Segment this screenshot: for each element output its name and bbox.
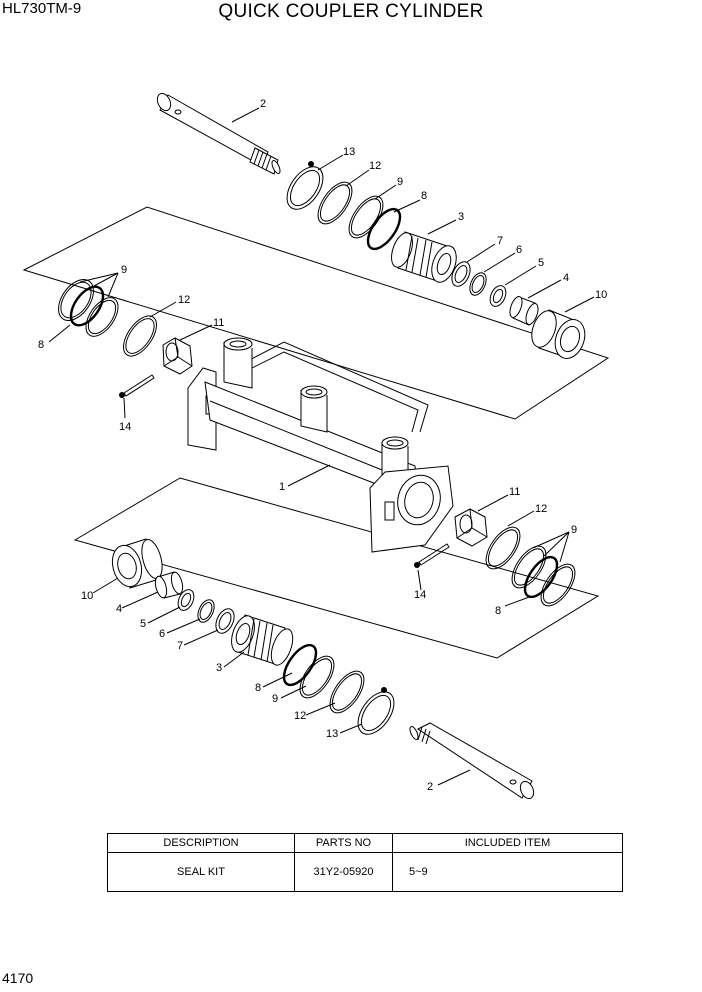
callout-labels: 2 13 12 9 8 3 7 6 5 4 10 9 8 12 11 14 1 … — [38, 98, 607, 793]
ring-5-top — [489, 285, 507, 307]
callout-9-right: 9 — [571, 524, 577, 536]
backup-ring-bottom — [329, 670, 365, 714]
header-parts-no: PARTS NO — [294, 833, 393, 853]
rod-part-top — [156, 92, 281, 175]
callout-13-bottom: 13 — [326, 728, 338, 740]
table-header-row: DESCRIPTION PARTS NO INCLUDED ITEM — [107, 833, 623, 853]
callout-3-top: 3 — [458, 211, 464, 223]
ring-6-bottom — [197, 599, 215, 623]
callout-6-bottom: 6 — [159, 628, 165, 640]
o-ring-right — [523, 555, 559, 599]
callout-8-top: 8 — [421, 190, 427, 202]
callout-12-bottom: 12 — [294, 710, 306, 722]
page-title: QUICK COUPLER CYLINDER — [218, 1, 484, 22]
callout-14-left: 14 — [119, 421, 131, 433]
callout-12-left: 12 — [178, 294, 190, 306]
callout-10-bottom: 10 — [81, 590, 93, 602]
callout-7-top: 7 — [497, 235, 503, 247]
callout-5-bottom: 5 — [140, 618, 146, 630]
snap-ring-top — [286, 161, 324, 210]
ring-6-top — [469, 272, 487, 296]
upper-assembly-outline — [22, 206, 610, 420]
header-description: DESCRIPTION — [107, 833, 295, 853]
seal-ring-top — [348, 195, 384, 239]
seal-ring-right-a — [511, 545, 547, 589]
callout-4-bottom: 4 — [116, 603, 122, 615]
callout-9-left: 9 — [121, 264, 127, 276]
callout-6-top: 6 — [516, 244, 522, 256]
piston-top — [391, 231, 457, 283]
ring-7-top — [451, 261, 471, 287]
cell-included-item: 5~9 — [392, 852, 623, 892]
backup-ring-left — [123, 315, 157, 357]
callout-1: 1 — [279, 481, 285, 493]
seal-ring-left-b — [85, 297, 119, 337]
table-row: SEAL KIT 31Y2-05920 5~9 — [107, 852, 623, 892]
snap-ring-bottom — [357, 687, 395, 735]
callout-11-left: 11 — [213, 317, 224, 329]
cell-description: SEAL KIT — [107, 852, 295, 892]
model-code: HL730TM-9 — [2, 0, 82, 17]
callout-2-top: 2 — [260, 98, 266, 110]
ring-7-bottom — [215, 608, 235, 634]
callout-8-left: 8 — [38, 339, 44, 351]
cell-parts-no: 31Y2-05920 — [294, 852, 393, 892]
ring-5-bottom — [177, 589, 195, 611]
nut-left — [162, 337, 193, 375]
gland-top — [531, 309, 586, 359]
nut-right — [454, 508, 488, 547]
callout-9-top: 9 — [397, 176, 403, 188]
callout-8-right: 8 — [495, 605, 501, 617]
callout-8-bottom: 8 — [255, 682, 261, 694]
bushing-bottom — [154, 571, 184, 599]
callout-13-top: 13 — [343, 146, 355, 158]
seal-ring-bottom — [299, 655, 335, 699]
callout-2-bottom: 2 — [427, 781, 433, 793]
callout-10-top: 10 — [595, 289, 607, 301]
callout-14-right: 14 — [414, 589, 426, 601]
o-ring-left — [69, 285, 105, 327]
callout-11-right: 11 — [509, 486, 520, 498]
parts-table: DESCRIPTION PARTS NO INCLUDED ITEM SEAL … — [107, 833, 623, 892]
seal-ring-left-a — [58, 279, 94, 321]
backup-ring-right — [485, 526, 521, 570]
callout-4-top: 4 — [563, 272, 569, 284]
callout-5-top: 5 — [538, 257, 544, 269]
cotter-pin-left — [119, 374, 155, 398]
leader-lines — [48, 107, 595, 786]
bushing-top — [509, 296, 539, 326]
callout-9-bottom: 9 — [272, 693, 278, 705]
callout-12-top: 12 — [369, 160, 381, 172]
rod-part-bottom — [409, 722, 535, 800]
lower-assembly-outline — [73, 477, 600, 659]
backup-ring-top — [317, 181, 353, 225]
callout-12-right: 12 — [535, 503, 547, 515]
piston-bottom — [231, 614, 294, 666]
callout-3-bottom: 3 — [216, 662, 222, 674]
seal-ring-right-b — [540, 563, 576, 607]
page-number: 4170 — [2, 970, 34, 986]
cotter-pin-right — [414, 543, 450, 568]
callout-7-bottom: 7 — [177, 640, 183, 652]
cylinder-body — [187, 337, 454, 553]
header-included-item: INCLUDED ITEM — [392, 833, 623, 853]
gland-bottom — [111, 538, 163, 589]
